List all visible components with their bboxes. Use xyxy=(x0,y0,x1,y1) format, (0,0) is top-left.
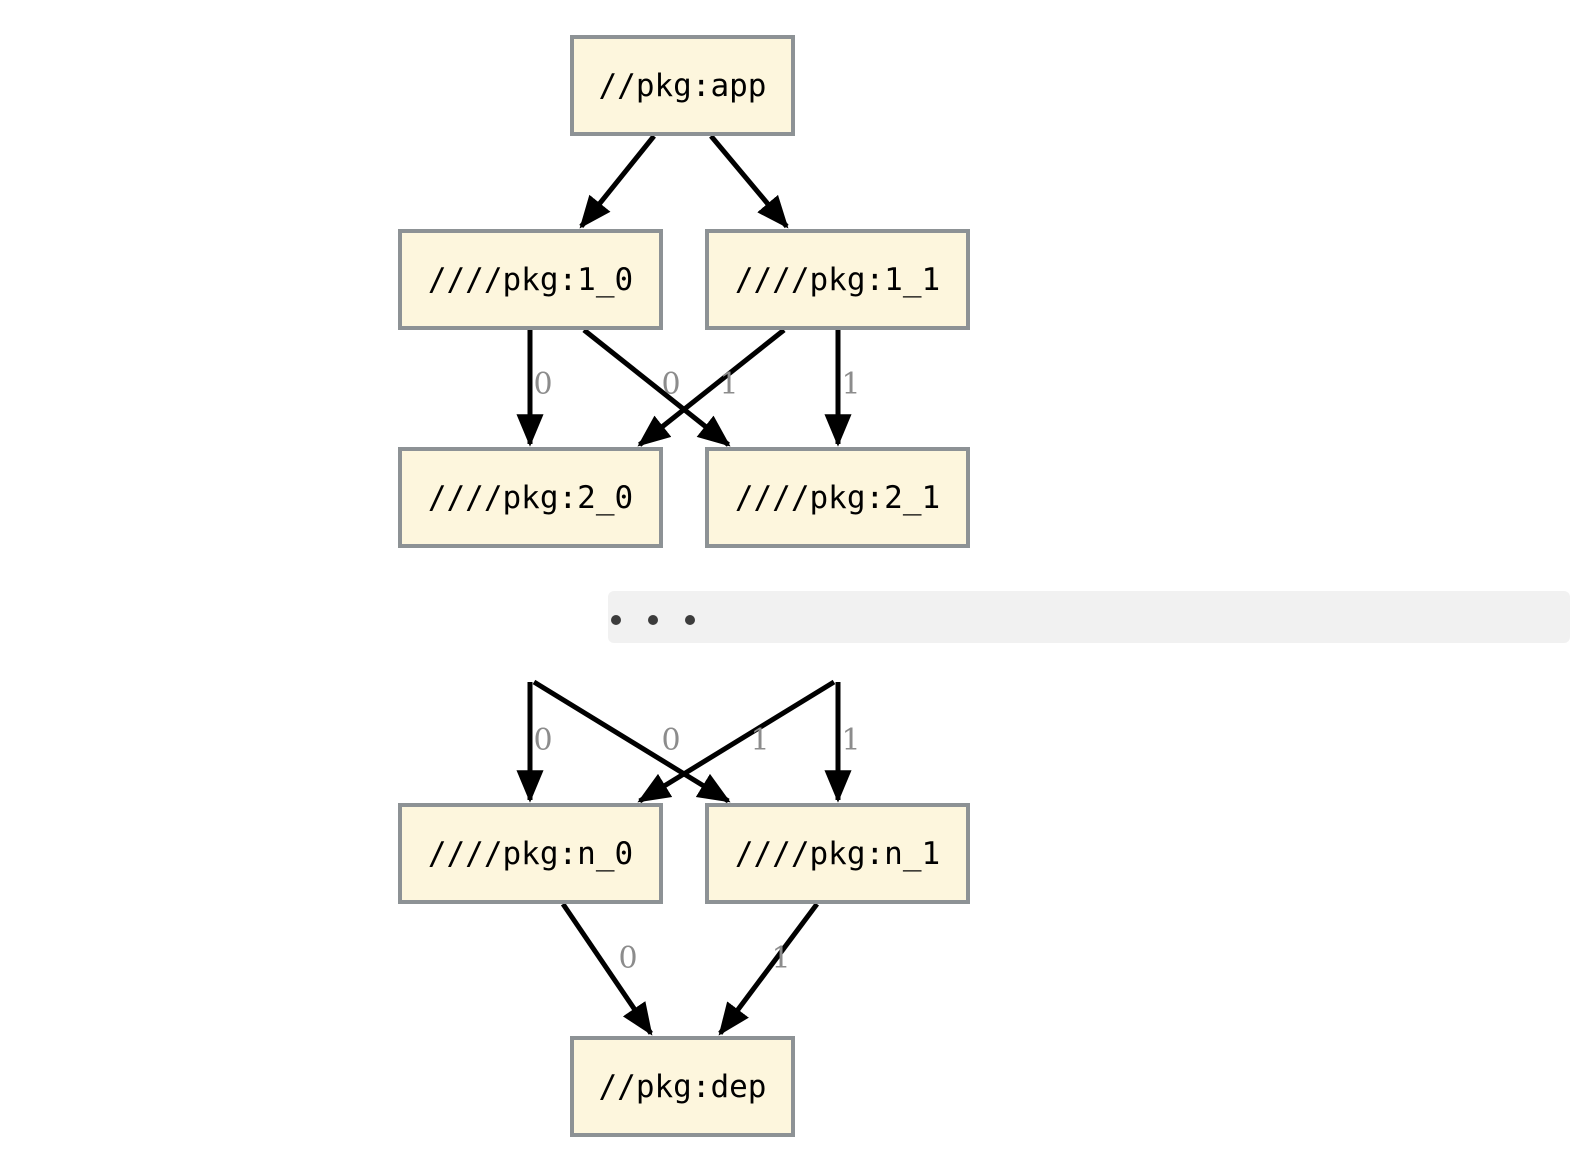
graph-node-ln_0[interactable]: ////pkg:n_0 xyxy=(398,803,663,904)
graph-edge: 0 xyxy=(516,682,553,803)
edge-label: 1 xyxy=(771,941,790,976)
edge-label: 1 xyxy=(841,367,860,402)
nodes-layer: //pkg:app ////pkg:1_0 ////pkg:1_1 ////pkg:2… xyxy=(398,35,970,1137)
edge-label: 0 xyxy=(661,723,680,758)
edge-label: 0 xyxy=(533,723,552,758)
graph-node-ln_1[interactable]: ////pkg:n_1 xyxy=(705,803,970,904)
graph-node-l1_0[interactable]: ////pkg:1_0 xyxy=(398,229,663,330)
edge-line xyxy=(637,679,836,804)
graph-node-l2_0[interactable]: ////pkg:2_0 xyxy=(398,447,663,548)
node-box[interactable] xyxy=(398,229,663,330)
node-box[interactable] xyxy=(705,229,970,330)
node-label: ////pkg:n_1 xyxy=(735,836,940,872)
edge-label: 0 xyxy=(618,941,637,976)
ellipsis-layer xyxy=(608,591,1570,643)
truncation-band xyxy=(608,591,1570,643)
edge-label: 0 xyxy=(661,367,680,402)
graph-node-dep[interactable]: //pkg:dep xyxy=(570,1036,795,1137)
edge-line xyxy=(582,328,731,447)
node-box[interactable] xyxy=(570,1036,795,1137)
edge-label: 1 xyxy=(841,723,860,758)
node-label: ////pkg:1_1 xyxy=(735,262,940,298)
edges-layer: 0 0 1 1 0 0 1 1 0 1 xyxy=(516,134,861,1036)
node-label: //pkg:dep xyxy=(599,1069,767,1105)
graph-node-l1_1[interactable]: ////pkg:1_1 xyxy=(705,229,970,330)
graph-edge: 1 xyxy=(637,328,786,447)
graph-edge: 0 xyxy=(532,679,731,804)
graph-edge xyxy=(709,134,789,229)
graph-edge: 1 xyxy=(718,902,820,1036)
graph-edge: 1 xyxy=(824,682,861,803)
graph-edge: 1 xyxy=(637,679,836,804)
edge-line xyxy=(532,679,731,804)
node-box[interactable] xyxy=(398,803,663,904)
graph-edge xyxy=(579,134,656,229)
edge-line xyxy=(579,134,656,229)
ellipsis-dot xyxy=(685,615,695,625)
node-label: ////pkg:2_0 xyxy=(428,480,633,516)
ellipsis-dot xyxy=(611,615,621,625)
ellipsis-dot xyxy=(648,615,658,625)
edge-line xyxy=(637,328,786,447)
graph-edge: 0 xyxy=(560,902,653,1036)
graph-node-l2_1[interactable]: ////pkg:2_1 xyxy=(705,447,970,548)
edge-label: 1 xyxy=(750,723,769,758)
graph-edge: 1 xyxy=(824,330,861,447)
edge-label: 0 xyxy=(533,367,552,402)
graph-edge: 0 xyxy=(516,330,553,447)
node-label: ////pkg:1_0 xyxy=(428,262,633,298)
node-box[interactable] xyxy=(705,803,970,904)
edge-line xyxy=(718,902,820,1036)
graph-edge: 0 xyxy=(582,328,731,447)
edge-line xyxy=(709,134,789,229)
edge-label: 1 xyxy=(719,367,738,402)
node-label: ////pkg:2_1 xyxy=(735,480,940,516)
edge-line xyxy=(560,902,653,1036)
node-box[interactable] xyxy=(570,35,795,136)
graph-node-app[interactable]: //pkg:app xyxy=(570,35,795,136)
node-box[interactable] xyxy=(705,447,970,548)
node-label: ////pkg:n_0 xyxy=(428,836,633,872)
node-label: //pkg:app xyxy=(599,68,767,104)
node-box[interactable] xyxy=(398,447,663,548)
